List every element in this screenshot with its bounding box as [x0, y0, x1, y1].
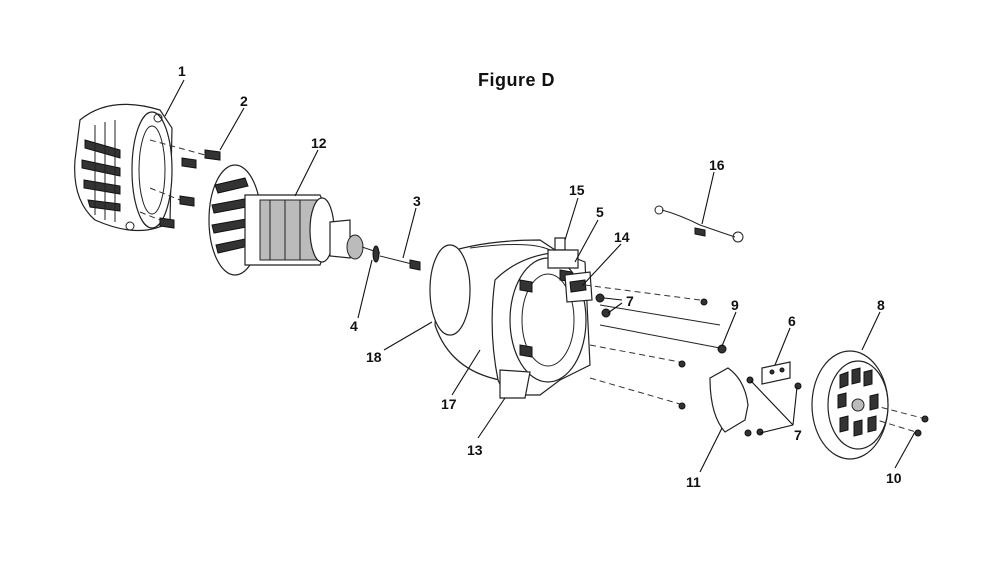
callout-9: 9 [731, 297, 739, 313]
callout-3: 3 [413, 193, 421, 209]
callout-12: 12 [311, 135, 327, 151]
callout-7-lower: 7 [794, 427, 802, 443]
part-3-rotor-bolt [379, 255, 421, 271]
part-10-screws [869, 404, 929, 437]
leader-lines [164, 79, 916, 473]
part-6-bracket [761, 361, 791, 385]
part-7-screws-lower [744, 376, 802, 437]
callout-14: 14 [614, 229, 630, 245]
callout-6: 6 [788, 313, 796, 329]
callout-11: 11 [686, 474, 701, 490]
part-1-housing [74, 103, 173, 232]
part-7-screws-upper [595, 293, 611, 318]
callout-7-upper: 7 [626, 293, 634, 309]
callout-16: 16 [709, 157, 725, 173]
part-8-end-cover [811, 350, 889, 460]
callout-5: 5 [596, 204, 604, 220]
figure-title: Figure D [478, 70, 556, 90]
part-4-washer [372, 245, 380, 263]
part-14-brush-holder [564, 271, 593, 303]
callout-4: 4 [350, 318, 358, 334]
part-11-cover [709, 367, 749, 433]
callout-10: 10 [886, 470, 902, 486]
part-16-wire [654, 205, 744, 243]
callout-18: 18 [366, 349, 382, 365]
callout-2: 2 [240, 93, 248, 109]
part-15-top-connector [547, 237, 579, 269]
part-12-rotor [208, 164, 381, 276]
callout-15: 15 [569, 182, 585, 198]
callout-1: 1 [178, 63, 186, 79]
part-2-bolts [139, 139, 221, 229]
callout-17: 17 [441, 396, 457, 412]
callout-13: 13 [467, 442, 483, 458]
part-9-through-bolts [584, 284, 727, 410]
callout-8: 8 [877, 297, 885, 313]
